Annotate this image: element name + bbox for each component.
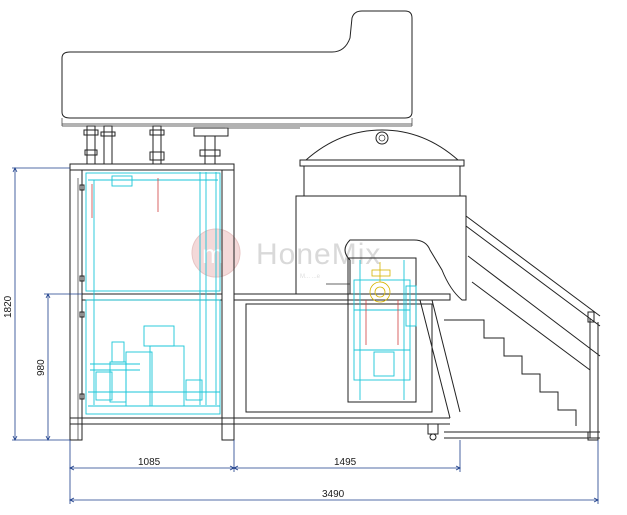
dimension-labels: 1820 980 1085 1495 3490: [3, 295, 357, 500]
lift-beam: [61, 10, 413, 127]
dim-right-width: 1495: [334, 457, 357, 468]
cabinet-internals: [85, 172, 221, 415]
watermark-brand: HoneMix: [256, 238, 381, 271]
dim-total-width: 3490: [322, 489, 345, 500]
dimension-lines: [12, 167, 599, 504]
hydraulic-cylinders: [83, 125, 300, 165]
access-stairs: [444, 215, 601, 441]
dim-left-width: 1085: [138, 457, 161, 468]
base-frame: [233, 293, 461, 441]
watermark-logo-letter: m: [202, 239, 225, 269]
dim-frame-height: 980: [36, 359, 47, 376]
watermark-tagline: M... ...e: [300, 274, 321, 280]
watermark-logo: m HoneMix M... ...e: [191, 228, 381, 280]
homogenizer-unit: [347, 257, 417, 403]
mixing-tank: [295, 129, 467, 301]
dim-overall-height: 1820: [3, 295, 14, 318]
